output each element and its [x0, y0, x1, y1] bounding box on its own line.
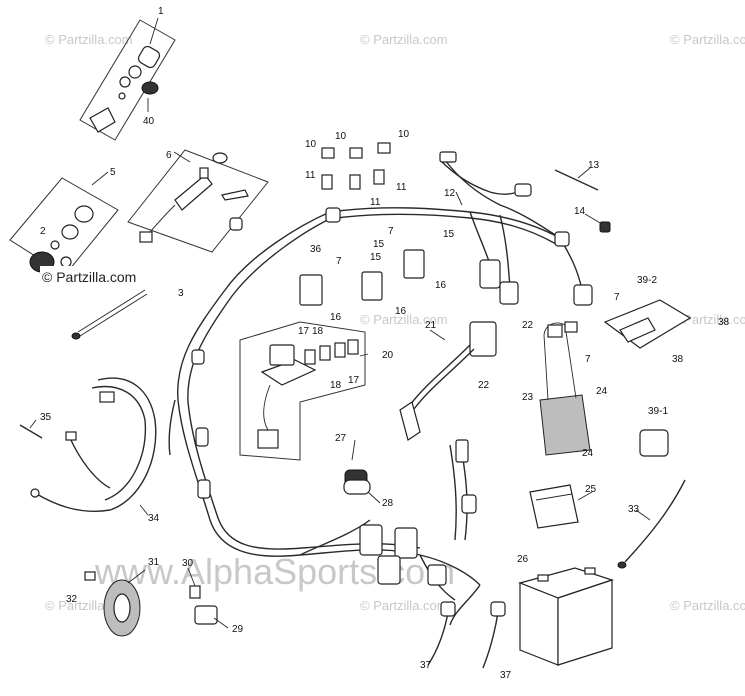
callout-7: 7: [336, 256, 342, 267]
part-fuse-box: [239, 321, 366, 461]
part-horn-relay: [343, 469, 371, 495]
callout-39-2: 39-2: [637, 275, 657, 286]
part-plug-wires: [427, 601, 506, 669]
callout-30: 30: [182, 558, 194, 569]
watermark-partzilla: © Partzilla.com: [670, 598, 745, 613]
callout-15: 15: [370, 252, 382, 263]
callout-26: 26: [517, 554, 529, 565]
callout-36: 36: [310, 244, 322, 255]
part-horn: [84, 569, 146, 637]
callout-7: 7: [614, 292, 620, 303]
part-relays: [299, 249, 425, 306]
callout-22: 22: [522, 320, 534, 331]
callout-39-1: 39-1: [648, 406, 668, 417]
watermark-partzilla: © Partzilla.com: [360, 312, 448, 327]
callout-2: 2: [40, 226, 46, 237]
callout-3: 3: [178, 288, 184, 299]
callout-labels: 1 40 5 2 6 3 10 10 10 11 11 11 12 13 14 …: [40, 6, 730, 681]
part-battery: [518, 567, 614, 666]
callout-34: 34: [148, 513, 160, 524]
main-wire-harness: [168, 151, 593, 626]
callout-6: 6: [166, 150, 172, 161]
watermark-partzilla: © Partzilla.com: [670, 32, 745, 47]
callout-12: 12: [444, 188, 456, 199]
callout-11: 11: [370, 197, 381, 208]
callout-1: 1: [158, 6, 164, 17]
callout-29: 29: [232, 624, 244, 635]
part-cdi-unit: [529, 484, 579, 529]
callout-5: 5: [110, 167, 116, 178]
callout-16: 16: [395, 306, 407, 317]
callout-20: 20: [382, 350, 394, 361]
callout-22: 22: [478, 380, 490, 391]
callout-37: 37: [420, 660, 432, 671]
part-relay-caps: [321, 142, 391, 190]
part-battery-cable: [617, 479, 686, 569]
part-lead-wires: [30, 377, 157, 512]
callout-10: 10: [398, 129, 410, 140]
callout-38: 38: [718, 317, 730, 328]
callout-7: 7: [585, 354, 591, 365]
callout-10: 10: [305, 139, 317, 150]
callout-15: 15: [373, 239, 385, 250]
callout-24: 24: [596, 386, 608, 397]
callout-38: 38: [672, 354, 684, 365]
watermark-partzilla: © Partzilla.com: [360, 32, 448, 47]
partzilla-brand-label: © Partzilla.com: [40, 266, 188, 286]
callout-17: 17: [298, 326, 310, 337]
watermark-partzilla: © Partzilla.com: [45, 32, 133, 47]
callout-40: 40: [143, 116, 155, 127]
part-ignition-coil: [399, 321, 497, 441]
callout-10: 10: [335, 131, 347, 142]
callout-35: 35: [40, 412, 52, 423]
callout-11: 11: [396, 182, 407, 193]
callout-37: 37: [500, 670, 512, 681]
callout-7: 7: [388, 226, 394, 237]
callout-16: 16: [330, 312, 342, 323]
callout-32: 32: [66, 594, 78, 605]
part-bracket: [603, 299, 692, 457]
callout-27: 27: [335, 433, 347, 444]
callout-31: 31: [148, 557, 160, 568]
callout-14: 14: [574, 206, 586, 217]
callout-15: 15: [443, 229, 455, 240]
callout-13: 13: [588, 160, 600, 171]
part-sensor-kit: [127, 149, 269, 253]
part-ignition-switch: [79, 19, 176, 141]
callout-28: 28: [382, 498, 394, 509]
part-regulator: [539, 321, 591, 456]
callout-21: 21: [425, 320, 437, 331]
watermark-partzilla: © Partzilla.com: [360, 598, 448, 613]
watermark-partzilla: © Partzilla.com: [670, 312, 745, 327]
callout-11: 11: [305, 170, 316, 181]
partzilla-logo-text: © Partzilla.com: [42, 269, 136, 285]
callout-leaders: [29, 17, 651, 629]
callout-18: 18: [312, 326, 324, 337]
callout-16: 16: [435, 280, 447, 291]
callout-25: 25: [585, 484, 597, 495]
callout-33: 33: [628, 504, 640, 515]
part-pin: [19, 424, 43, 439]
part-switch-assembly: [9, 177, 148, 340]
part-cable-tie: [554, 169, 611, 233]
callout-18: 18: [330, 380, 342, 391]
callout-24: 24: [582, 448, 594, 459]
callout-17: 17: [348, 375, 360, 386]
part-flasher-relay: [189, 585, 218, 625]
callout-23: 23: [522, 392, 534, 403]
